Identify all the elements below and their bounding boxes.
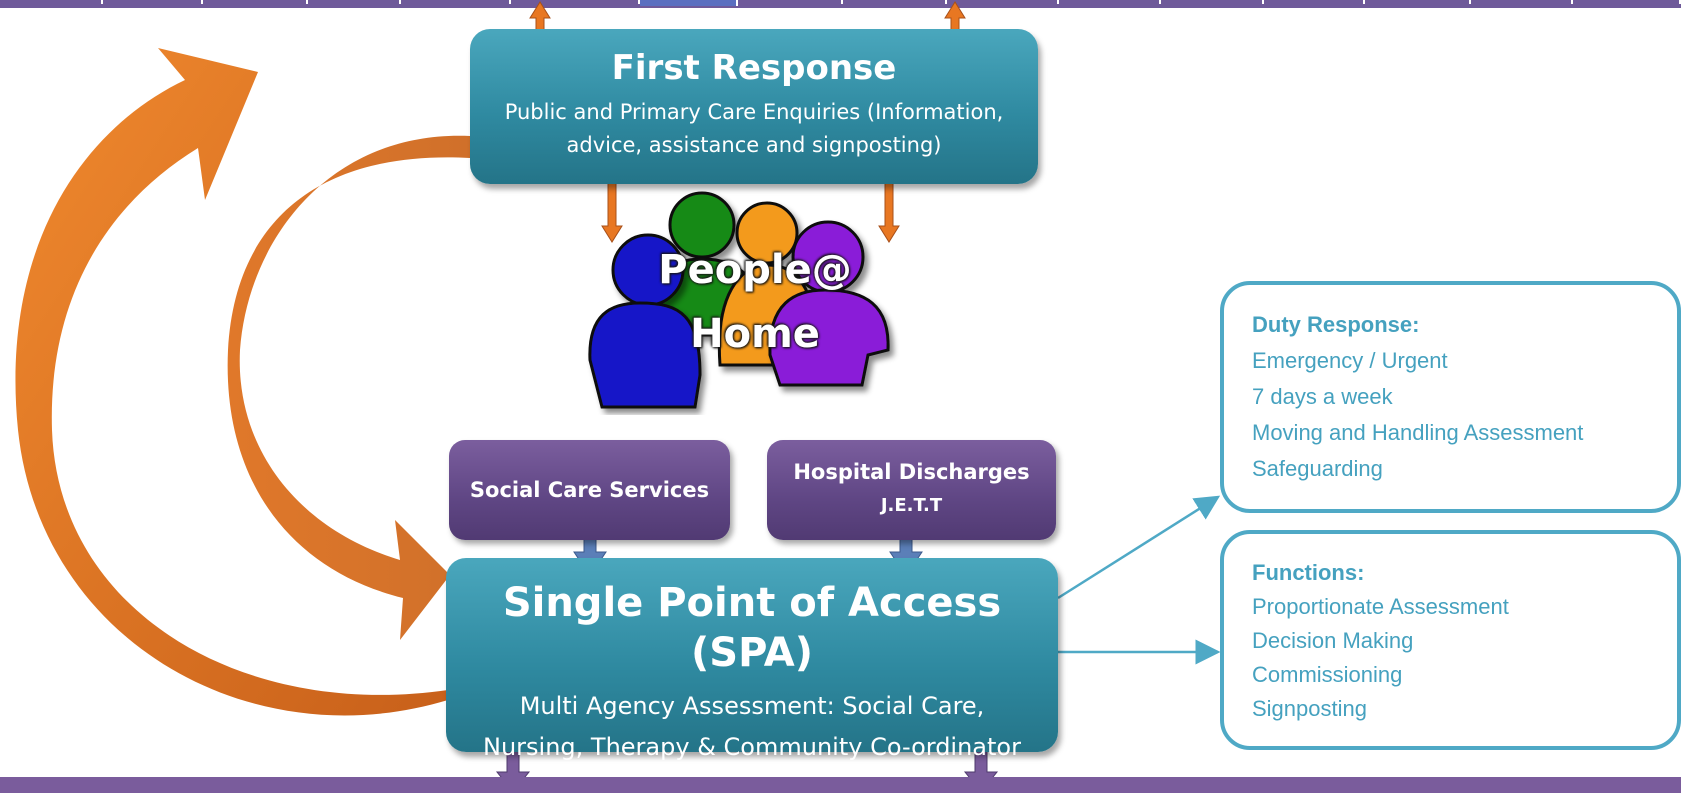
tab-segment [1471,0,1573,4]
spa-to-duty-connector [1057,495,1221,600]
spa-line-1: Multi Agency Assessment: Social Care, [519,692,985,720]
first-response-box: First Response Public and Primary Care E… [470,29,1038,184]
people-home-line-2: Home [690,311,820,357]
tab-segment [1264,0,1365,4]
duty-response-item: Moving and Handling Assessment [1252,420,1584,445]
functions-box: Functions: Proportionate Assessment Deci… [1220,530,1681,750]
people-group-icon [588,191,890,409]
people-home-label: People@ Home [640,238,870,366]
functions-item: Proportionate Assessment [1252,594,1509,619]
tab-segment [1161,0,1264,4]
duty-response-item: Emergency / Urgent [1252,348,1448,373]
duty-response-item: Safeguarding [1252,456,1383,481]
duty-response-item: 7 days a week [1252,384,1393,409]
hospital-discharges-box: Hospital Discharges J.E.T.T [767,440,1056,540]
tab-segment [1365,0,1471,4]
spa-box: Single Point of Access (SPA) Multi Agenc… [446,558,1058,761]
hospital-discharges-line-1: Hospital Discharges [793,460,1030,484]
tab-segment [843,0,947,4]
duty-response-box: Duty Response: Emergency / Urgent 7 days… [1220,281,1681,513]
tab-segment [401,0,511,4]
functions-item: Commissioning [1252,662,1403,687]
first-response-title: First Response [611,48,897,88]
spa-title: Single Point of Access (SPA) [502,580,1002,676]
bottom-bar [0,777,1681,793]
people-home-line-1: People@ [658,247,852,293]
social-care-box: Social Care Services [449,440,730,540]
functions-item: Decision Making [1252,628,1414,653]
social-care-label: Social Care Services [469,478,710,502]
tab-segment [0,0,104,4]
tab-segment-active [640,0,739,6]
tab-segment [511,0,641,4]
tab-segment [308,0,401,4]
first-response-line-1: Public and Primary Care Enquiries (Infor… [504,100,1004,124]
inner-loop-arrow [227,135,470,640]
spa-line-2: Nursing, Therapy & Community Co-ordinato… [483,733,1021,761]
tab-segment [103,0,204,4]
tab-segment [947,0,1060,4]
first-response-line-2: advice, assistance and signposting) [566,133,942,157]
duty-response-heading: Duty Response: [1252,312,1420,337]
tab-segment [738,0,844,4]
top-tab-strip [0,0,1681,8]
functions-heading: Functions: [1252,560,1365,585]
hospital-discharges-line-2: J.E.T.T [880,495,943,516]
tab-segment [203,0,309,4]
tab-segment [1059,0,1161,4]
tab-segment [1573,0,1681,4]
functions-item: Signposting [1252,696,1367,721]
